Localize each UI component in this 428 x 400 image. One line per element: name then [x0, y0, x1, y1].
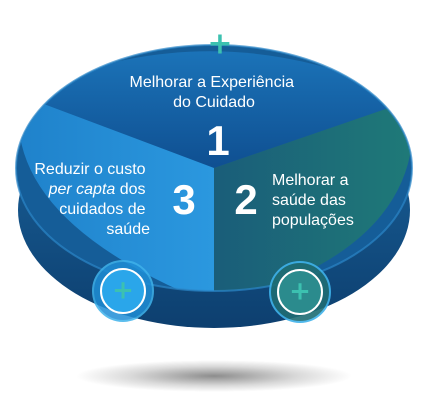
segment-1-label-line1: Melhorar a Experiência — [130, 74, 295, 91]
segment-3-label-line3: cuidados de — [59, 201, 145, 218]
svg-text:+: + — [289, 277, 311, 307]
svg-text:Melhorar a Experiência d: Melhorar a Experiência do Cuidado — [130, 74, 299, 111]
segment-3-content: 3 Reduzir o custo per capta dos cuidados… — [34, 161, 195, 238]
segment-2-label-line2: saúde das — [272, 192, 346, 209]
svg-text:Melhorar a saúde das: Melhorar a saúde das populações — [272, 172, 354, 229]
segment-1-label-line2: do Cuidado — [173, 94, 255, 111]
svg-text:+: + — [112, 276, 134, 306]
segment-2-number: 2 — [234, 176, 257, 223]
left-plus-icon: + — [92, 260, 154, 322]
segment-1 — [20, 51, 412, 168]
svg-text:+: + — [207, 27, 232, 62]
segment-3-label-line2-rest: dos — [115, 181, 145, 198]
segment-2-label-line3: populações — [272, 212, 354, 229]
svg-text:Reduzir o custo: Reduzir o custo per capta dos cuidados d… — [34, 161, 150, 238]
segment-3-number: 3 — [172, 176, 195, 223]
segment-1-number: 1 — [206, 117, 229, 164]
right-plus-icon: + — [269, 261, 331, 323]
segment-2 — [214, 100, 412, 291]
top-plus-icon: + — [207, 27, 232, 62]
disc-rim — [15, 44, 413, 292]
segment-3-label-line1: Reduzir o custo — [34, 161, 145, 178]
segment-2-label-line1: Melhorar a — [272, 172, 349, 189]
segment-3-label-line2-italic: per capta — [48, 181, 116, 198]
segment-1-content: Melhorar a Experiência do Cuidado 1 — [130, 74, 299, 164]
segment-2-content: 2 Melhorar a saúde das populações — [234, 172, 354, 229]
segment-3-label-line4: saúde — [106, 221, 150, 238]
drop-shadow — [76, 360, 352, 392]
segment-3 — [18, 95, 214, 291]
